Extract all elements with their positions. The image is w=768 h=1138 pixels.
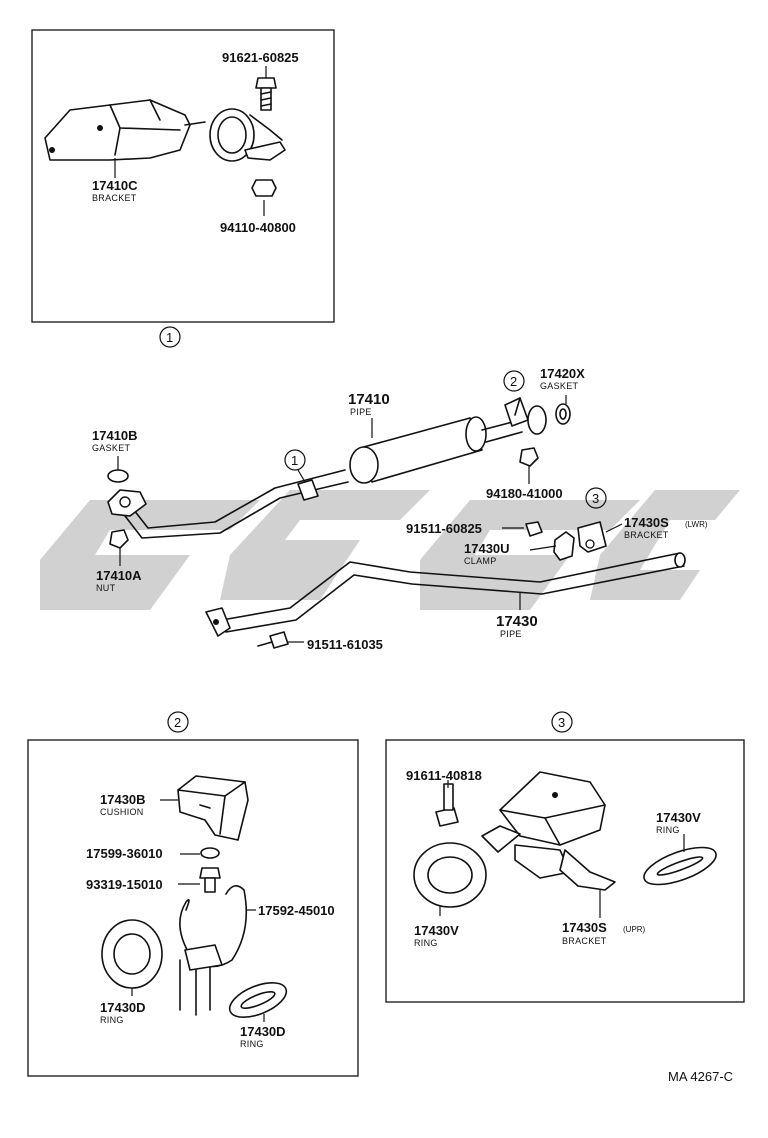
cushion-17430B-drawing (177, 775, 249, 841)
part-name-17430S-upr: BRACKET (562, 936, 607, 946)
tail-pipe-drawing (205, 552, 686, 637)
nut-94180-41000-drawing (519, 447, 539, 467)
bolt-91611-40818-drawing (435, 780, 459, 827)
bracket-17430S-upr-drawing (481, 771, 616, 891)
callout-1-main-circle (284, 449, 306, 471)
callout-2-main-label: 2 (510, 374, 517, 389)
part-label-17430U: 17430U (464, 541, 510, 556)
part-name-17410C: BRACKET (92, 193, 137, 203)
front-pipe-drawing (107, 469, 349, 539)
callout-2-detail-circle (167, 711, 189, 733)
part-label-17410C: 17410C (92, 178, 138, 193)
bracket-17430S-lwr-drawing (577, 521, 607, 553)
nut-94110-40800-drawing (251, 179, 277, 216)
part-name-17410B: GASKET (92, 443, 131, 453)
part-label-94110-40800: 94110-40800 (220, 220, 296, 235)
hook-17592-45010-drawing (179, 885, 248, 1016)
callout-3-detail-circle (551, 711, 573, 733)
part-name-17430V-right: RING (656, 825, 680, 835)
part-label-91511-61035: 91511-61035 (307, 637, 383, 652)
ring-17430V-left-hole (427, 856, 473, 894)
callout-3-detail-label: 3 (558, 715, 565, 730)
part-label-17410B: 17410B (92, 428, 138, 443)
bolt-91511-60825-drawing (525, 521, 543, 537)
ring-17430V-right-hole (656, 856, 704, 876)
callout-3-main-label: 3 (592, 491, 599, 506)
part-label-17430D-right: 17430D (240, 1024, 286, 1039)
part-name-17430D-left: RING (100, 1015, 124, 1025)
gasket-17410B-drawing (107, 469, 129, 483)
ring-17430D-left-hole (113, 933, 151, 975)
nut-17410A-drawing (109, 529, 129, 549)
gasket-17420X-hole (559, 408, 567, 420)
bolt-91621-60825-drawing (255, 66, 277, 111)
muffler-drawing (349, 416, 523, 484)
part-label-17430S-upr: 17430S (562, 920, 607, 935)
bracket-17410C-drawing (44, 99, 206, 161)
part-label-94180-41000: 94180-41000 (486, 486, 563, 501)
part-label-91611-40818: 91611-40818 (406, 768, 482, 783)
part-label-17430B: 17430B (100, 792, 146, 807)
part-name-17410A: NUT (96, 583, 116, 593)
washer-17599-36010-drawing (200, 847, 220, 859)
part-label-17592-45010: 17592-45010 (258, 903, 335, 918)
clamp-ring-drawing (209, 108, 286, 162)
part-name-17430D-right: RING (240, 1039, 264, 1049)
part-label-17420X: 17420X (540, 366, 585, 381)
part-name-17430V-left: RING (414, 938, 438, 948)
part-label-93319-15010: 93319-15010 (86, 877, 163, 892)
part-label-91621-60825: 91621-60825 (222, 50, 299, 65)
part-label-91511-60825: 91511-60825 (406, 521, 482, 536)
rear-flange-drawing (504, 397, 547, 435)
part-label-17430S-lwr: 17430S (624, 515, 669, 530)
part-suffix-17430S-upr: (UPR) (623, 925, 646, 934)
diagram-code: MA 4267-C (668, 1069, 733, 1084)
part-label-17430D-left: 17430D (100, 1000, 146, 1015)
bolt-93319-15010-drawing (199, 867, 221, 893)
part-name-17430: PIPE (500, 629, 522, 639)
part-name-17430U: CLAMP (464, 556, 497, 566)
part-name-17430S-lwr: BRACKET (624, 530, 669, 540)
part-label-17430: 17430 (496, 613, 538, 630)
callout-1-main-label: 1 (291, 453, 298, 468)
detail-1-frame (31, 29, 335, 323)
callout-1-label: 1 (166, 330, 173, 345)
part-name-17430B: CUSHION (100, 807, 144, 817)
part-label-17410A: 17410A (96, 568, 142, 583)
part-label-17430V-left: 17430V (414, 923, 459, 938)
detail-3-frame (385, 739, 745, 1003)
ring-17430D-right-hole (240, 991, 276, 1009)
detail-2-frame (27, 739, 359, 1077)
callout-2-detail-label: 2 (174, 715, 181, 730)
part-label-17599-36010: 17599-36010 (86, 846, 163, 861)
watermark-logo (40, 490, 740, 610)
callout-1-circle (159, 326, 181, 348)
clamp-17430U-drawing (553, 531, 575, 561)
part-name-17420X: GASKET (540, 381, 579, 391)
part-label-17410: 17410 (348, 391, 390, 408)
part-label-17430V-right: 17430V (656, 810, 701, 825)
callout-3-main-circle (585, 487, 607, 509)
bolt-91511-61035-drawing (257, 631, 304, 649)
callout-2-main-circle (503, 370, 525, 392)
part-suffix-17430S-lwr: (LWR) (685, 520, 708, 529)
part-name-17410: PIPE (350, 407, 372, 417)
